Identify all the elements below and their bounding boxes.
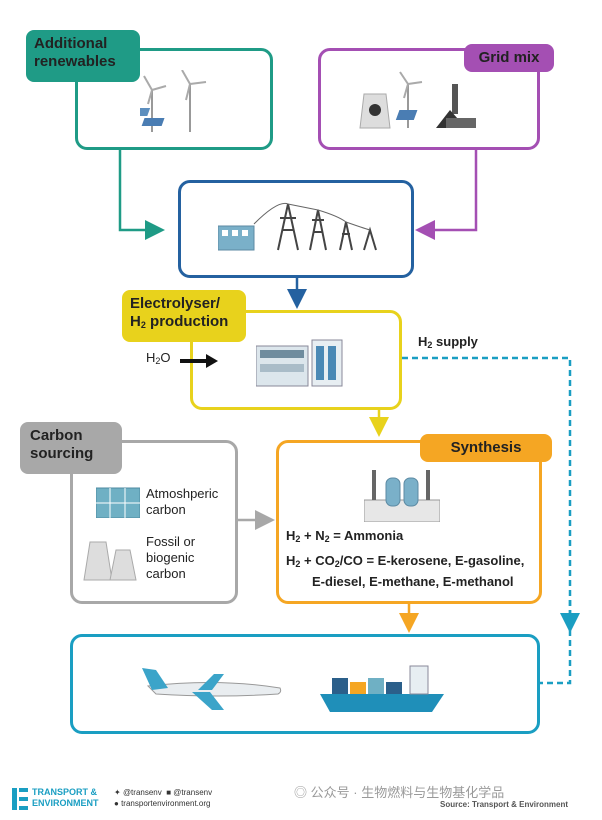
social-handles: ✦ @transenv ■ @transenv ● transportenvir… bbox=[114, 788, 213, 808]
fossil-carbon-label: Fossil or biogenic carbon bbox=[146, 534, 196, 581]
wind-turbine-icon bbox=[140, 70, 207, 132]
transmission-tower-icon bbox=[218, 202, 377, 251]
facebook-icon[interactable]: ■ bbox=[166, 788, 172, 797]
atmospheric-carbon-label: Atmoshperic carbon bbox=[146, 486, 219, 517]
water-input-label: H2O bbox=[146, 350, 171, 366]
wechat-icon: ◎ bbox=[294, 785, 308, 800]
electrolyser-icon bbox=[256, 339, 343, 387]
airplane-icon bbox=[142, 668, 282, 710]
arrow-h2-supply bbox=[402, 356, 572, 685]
h2-supply-label: H2 supply bbox=[418, 334, 478, 350]
renewables-label: Additional renewables bbox=[26, 30, 140, 82]
wechat-watermark: ◎ 公众号 · 生物燃料与生物基化学品 bbox=[294, 785, 505, 800]
synthesis-plant-icon bbox=[364, 470, 440, 522]
electricity-grid-box bbox=[178, 180, 414, 278]
fuels-equation: H2 + CO2/CO = E-kerosene, E-gasoline, E-… bbox=[286, 553, 525, 589]
arrow-renewables-to-grid bbox=[118, 150, 165, 240]
cooling-tower-icon bbox=[83, 541, 137, 581]
power-plant-icon bbox=[359, 71, 476, 129]
direct-air-capture-icon bbox=[96, 487, 140, 518]
carbon-sourcing-label: Carbon sourcing bbox=[20, 422, 122, 474]
te-logo-icon bbox=[12, 788, 28, 810]
synthesis-label: Synthesis bbox=[420, 434, 552, 462]
water-arrow-icon bbox=[180, 354, 218, 368]
ship-icon bbox=[320, 665, 444, 712]
electrolyser-label: Electrolyser/ H2 production bbox=[122, 290, 246, 342]
ammonia-equation: H2 + N2 = Ammonia bbox=[286, 528, 404, 544]
globe-icon[interactable]: ● bbox=[114, 799, 119, 808]
twitter-icon[interactable]: ✦ bbox=[114, 788, 121, 797]
source-credit: Source: Transport & Environment bbox=[440, 800, 569, 809]
arrow-gridmix-to-grid bbox=[415, 150, 478, 240]
te-logo-text: TRANSPORT & ENVIRONMENT bbox=[32, 787, 99, 808]
synthesis-box bbox=[276, 440, 542, 604]
grid-mix-label: Grid mix bbox=[464, 44, 554, 72]
transport-box bbox=[70, 634, 540, 734]
